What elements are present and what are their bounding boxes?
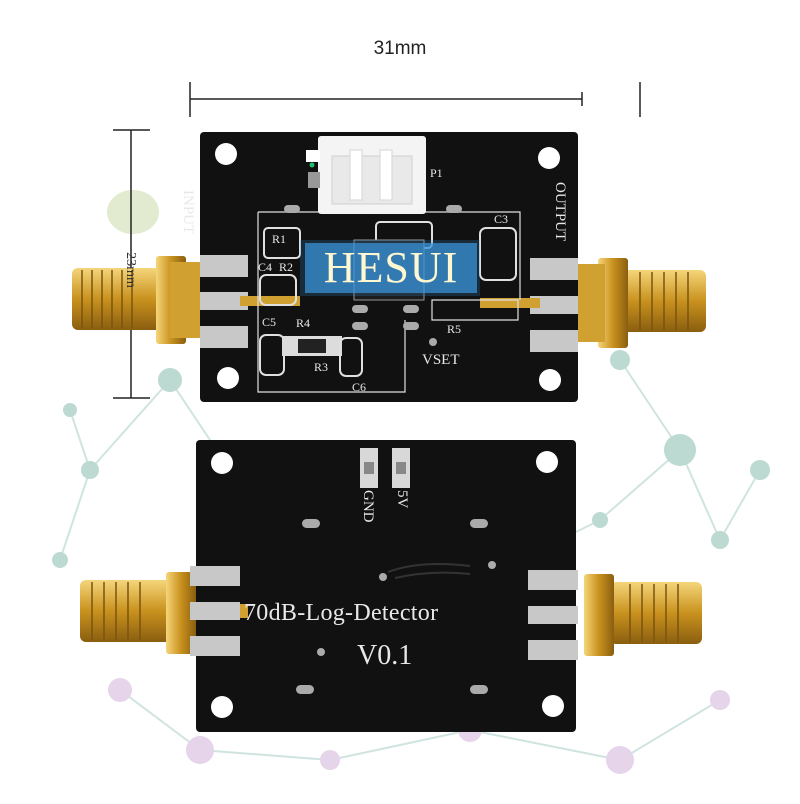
silk-input-label: INPUT (180, 190, 196, 235)
sma-connector-right-top (575, 258, 706, 348)
rf-pads-bottom (190, 566, 578, 660)
board-title-label: 70dB-Log-Detector (244, 600, 439, 626)
silk-r4-label: R4 (296, 316, 311, 330)
silk-gnd-label: GND (360, 490, 376, 523)
silk-r2-label: R2 (279, 260, 294, 274)
rf-pads-top (200, 255, 578, 352)
sma-connector-left-top (72, 256, 210, 344)
brand-watermark: HESUI (305, 243, 477, 293)
silk-c3-label: C3 (494, 212, 509, 226)
silk-r3-label: R3 (314, 360, 329, 374)
board-version-label: V0.1 (357, 640, 413, 671)
silk-output-label: OUTPUT (552, 182, 568, 242)
silk-5v-label: 5V (394, 490, 410, 509)
silk-c4-label: C4 (258, 260, 273, 274)
width-dimension-label: 31mm (373, 38, 427, 59)
power-header-p1 (306, 136, 426, 214)
silk-c5-label: C5 (262, 315, 277, 329)
dimension-lines (113, 82, 641, 399)
sma-connector-left-bottom (80, 572, 196, 654)
silk-r1-label: R1 (272, 232, 287, 246)
silk-c6-label: C6 (352, 380, 367, 394)
bottom-board (80, 440, 702, 732)
sma-connector-right-bottom (584, 574, 702, 656)
power-pads (360, 448, 410, 488)
silk-p1-label: P1 (430, 166, 443, 180)
silk-vset-label: VSET (422, 352, 460, 368)
silk-r5-label: R5 (447, 322, 462, 336)
height-dimension-label: 23mm (123, 252, 138, 288)
